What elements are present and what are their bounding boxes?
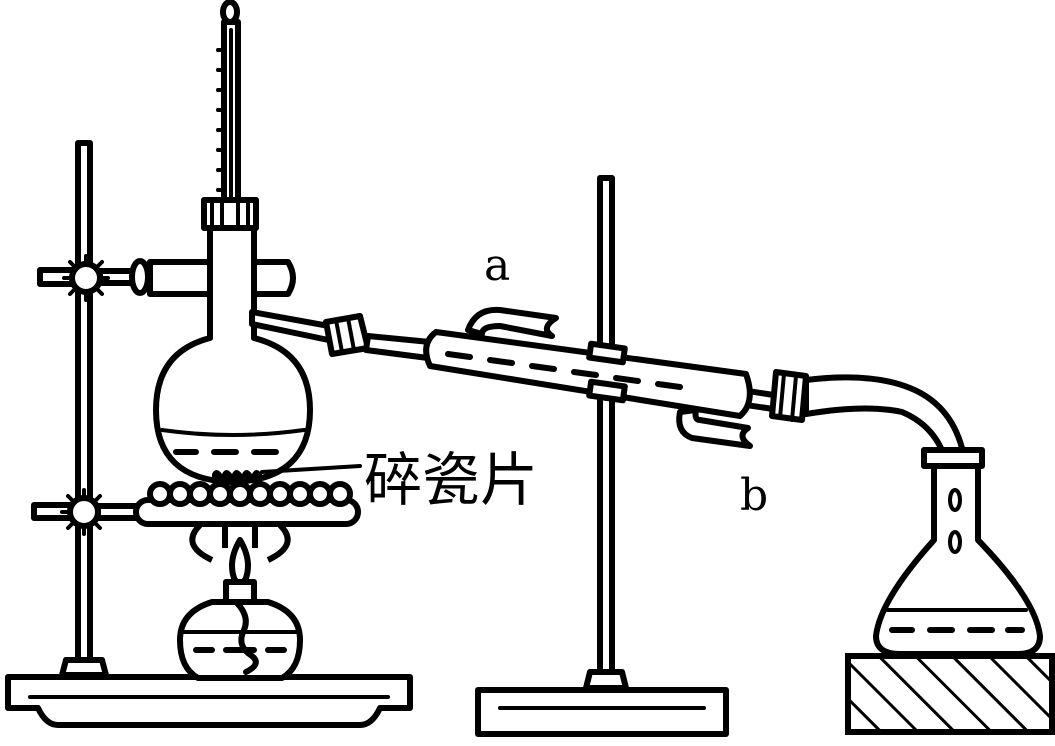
left-iron-stand (5, 140, 413, 728)
distilling-flask (153, 225, 362, 485)
flask-stopper (201, 197, 259, 231)
support-block (845, 653, 1055, 735)
wire-gauze (147, 481, 353, 507)
liebig-condenser (363, 306, 783, 449)
label-inlet-a: a (484, 240, 510, 291)
label-outlet-b: b (740, 470, 768, 521)
adapter-stopper-left (323, 313, 371, 357)
receiving-adapter (769, 369, 965, 473)
receiving-flask (873, 447, 1043, 657)
label-boiling-chips: 碎瓷片 (364, 446, 538, 514)
alcohol-lamp (177, 522, 303, 681)
middle-iron-stand (475, 175, 729, 737)
upper-clamp (37, 254, 296, 302)
